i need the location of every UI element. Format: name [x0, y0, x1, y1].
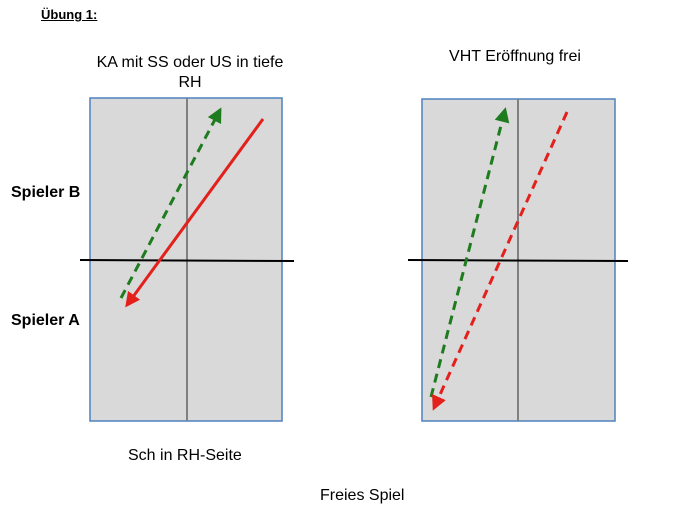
player-b-label: Spieler B	[11, 184, 81, 201]
left-red-solid-arrow	[125, 118, 265, 308]
left-panel-footer: Sch in RH-Seite	[128, 447, 242, 464]
right-table-net	[407, 259, 629, 262]
left-green-dashed-arrow	[119, 107, 222, 299]
exercise-title: Übung 1:	[41, 7, 98, 22]
left-panel-caption: KA mit SS oder US in tiefe RH	[96, 54, 284, 91]
right-panel-caption: VHT Eröffnung frei	[449, 48, 581, 65]
player-a-label: Spieler A	[11, 312, 80, 329]
right-red-dashed-arrow	[432, 111, 569, 411]
right-table	[407, 98, 629, 422]
left-table	[79, 97, 295, 422]
right-green-dashed-arrow	[429, 107, 510, 398]
left-table-net	[79, 259, 295, 262]
free-play-caption: Freies Spiel	[320, 487, 405, 504]
